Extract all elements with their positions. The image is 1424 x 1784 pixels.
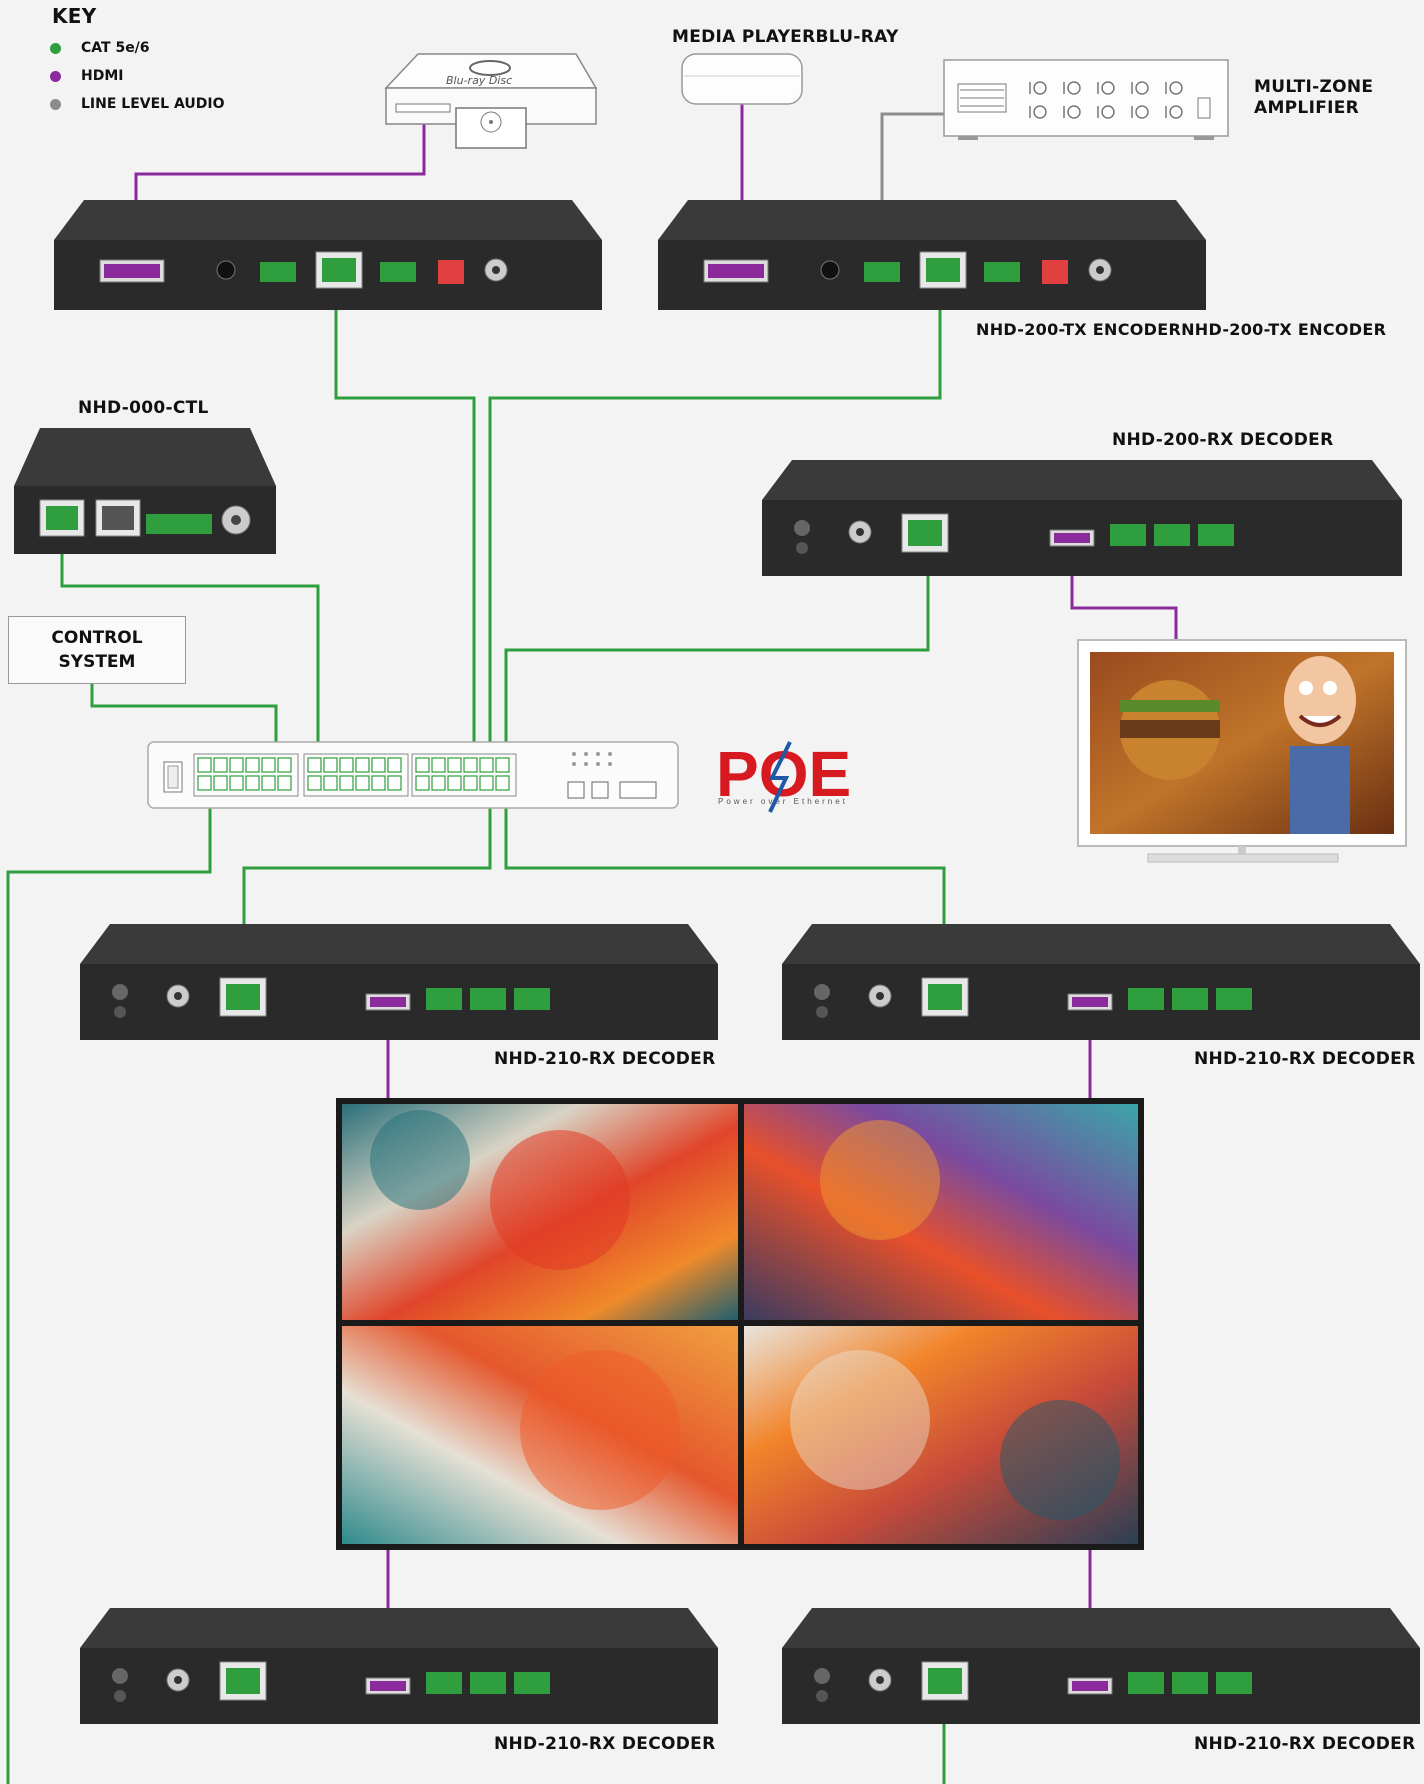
decoder-b: [782, 924, 1420, 1040]
control-system-box: CONTROL SYSTEM: [8, 616, 186, 684]
decoder-210-b-label: NHD-210-RX DECODER: [1194, 1049, 1416, 1069]
cat-cable-controller: [60, 540, 320, 760]
cat-cable-encoder-2: [488, 298, 942, 760]
decoder-210-a-label: NHD-210-RX DECODER: [494, 1049, 716, 1069]
cat-cable-decoder-200: [504, 560, 930, 760]
switch-ports-icon: [193, 753, 517, 797]
cat-cable-decoder-d: [6, 788, 212, 1784]
key-item-audio: LINE LEVEL AUDIO: [50, 96, 224, 112]
control-system-label-2: SYSTEM: [58, 652, 136, 672]
nhd-000-ctl-device: [14, 428, 276, 554]
decoder-c: [80, 1608, 718, 1724]
key-label-hdmi: HDMI: [81, 68, 124, 84]
encoder-1: [54, 200, 602, 310]
audio-dot-icon: [50, 98, 61, 110]
amplifier-knobs-icon: [1029, 81, 1183, 119]
decoder-210-c-label: NHD-210-RX DECODER: [494, 1734, 716, 1754]
controller-label: NHD-000-CTL: [78, 398, 209, 418]
media-player: [681, 53, 803, 105]
amplifier-label-2: AMPLIFIER: [1254, 98, 1360, 118]
key-label-audio: LINE LEVEL AUDIO: [81, 96, 225, 112]
decoder-200-label: NHD-200-RX DECODER: [1112, 430, 1334, 450]
svg-text:POE: POE: [716, 738, 851, 810]
decoder-d: [782, 1608, 1420, 1724]
decoder-a: [80, 924, 718, 1040]
video-wall: [336, 1098, 1144, 1550]
cat-dot-icon: [50, 42, 61, 54]
amplifier-label-1: MULTI-ZONE: [1254, 77, 1374, 97]
poe-network-switch: [147, 741, 679, 809]
key-title: KEY: [52, 4, 97, 28]
tv-display: [1077, 639, 1407, 863]
video-wall-panel-2: [744, 1104, 1138, 1320]
decoder-210-d-label: NHD-210-RX DECODER: [1194, 1734, 1416, 1754]
multi-zone-amplifier: [943, 59, 1229, 140]
hdmi-dot-icon: [50, 70, 61, 82]
bluray-logo-icon: Blu-ray Disc: [446, 74, 512, 87]
encoder-2: [658, 200, 1206, 310]
poe-logo-icon: POE Power over Ethernet: [716, 738, 851, 813]
bluray-player: Blu-ray Disc: [384, 53, 598, 149]
nhd-200-rx-device: [762, 460, 1402, 576]
control-system-label-1: CONTROL: [51, 628, 143, 648]
key-item-cat: CAT 5e/6: [50, 40, 150, 56]
encoders-label: NHD-200-TX ENCODERNHD-200-TX ENCODER: [976, 320, 1387, 339]
cat-cable-control-system: [90, 682, 278, 760]
media-player-label: MEDIA PLAYERBLU-RAY: [672, 27, 899, 47]
svg-text:Power over Ethernet: Power over Ethernet: [718, 797, 848, 806]
hdmi-cable-tv: [1070, 570, 1178, 644]
key-label-cat: CAT 5e/6: [81, 40, 150, 56]
switch-leds-icon: [572, 752, 612, 766]
key-item-hdmi: HDMI: [50, 68, 123, 84]
cat-cable-encoder-1: [334, 298, 476, 760]
